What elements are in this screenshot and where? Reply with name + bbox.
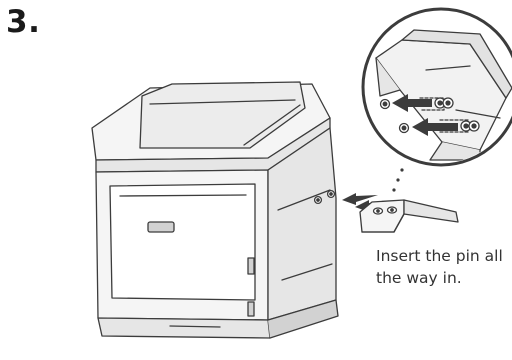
detail-magnifier [363,9,512,165]
front-handle [148,222,174,232]
motion-dots [392,168,403,191]
accessory-part [360,200,458,232]
instruction-caption: Insert the pin all the way in. [376,245,512,289]
printer-body [92,82,338,338]
caption-line-1: Insert the pin all [376,245,512,267]
pin-icon [435,98,453,108]
paper-tray [98,318,270,338]
pin-icon [461,121,479,131]
caption-line-2: the way in. [376,267,512,289]
